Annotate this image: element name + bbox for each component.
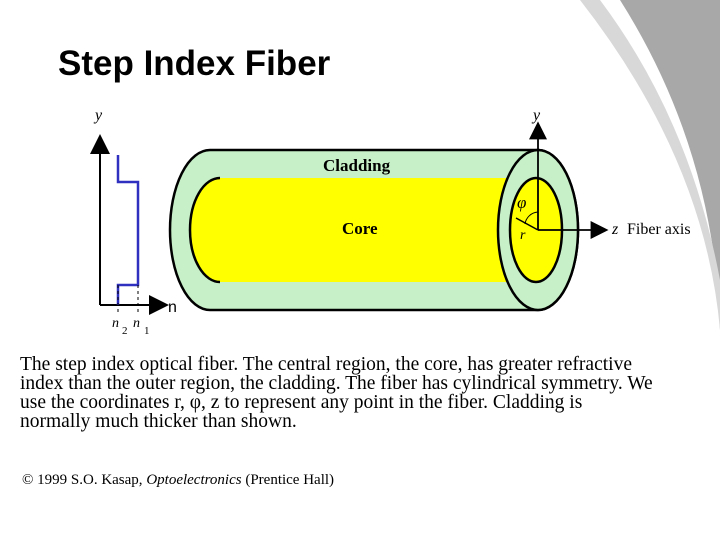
copyright-book: Optoelectronics xyxy=(146,472,242,488)
radius-line xyxy=(515,217,539,231)
fiber-axis-label: Fiber axis xyxy=(627,221,691,238)
core-body xyxy=(190,178,560,282)
grey-corner-shape xyxy=(620,0,720,330)
caption-line-1: The step index optical fiber. The centra… xyxy=(20,354,632,375)
phi-arc xyxy=(524,211,539,225)
copyright-note: © 1999 S.O. Kasap, Optoelectronics (Pren… xyxy=(22,472,334,489)
n2-subscript: 2 xyxy=(122,325,128,337)
z-label: z xyxy=(611,221,619,238)
fiber-cylinder xyxy=(168,148,580,312)
index-profile: y n n 2 n 1 xyxy=(90,107,177,337)
slide-title: Step Index Fiber xyxy=(58,44,331,83)
phi-label: φ xyxy=(517,193,526,212)
fiber-diagram: y n n 2 n 1 y φ r z Fiber axis Cladding … xyxy=(90,107,691,337)
fiber-y-label: y xyxy=(531,107,541,124)
profile-n-label: n xyxy=(168,299,177,316)
n1-subscript: 1 xyxy=(144,325,150,337)
n1-label: n xyxy=(133,316,140,331)
n2-label: n xyxy=(112,316,119,331)
caption-line-3: use the coordinates r, φ, z to represent… xyxy=(20,392,583,413)
caption-line-2: index than the outer region, the claddin… xyxy=(20,373,653,394)
core-left-edge xyxy=(188,176,221,284)
caption: The step index optical fiber. The centra… xyxy=(20,354,720,432)
coordinate-axes: y φ r z Fiber axis xyxy=(515,107,691,243)
index-step-line xyxy=(116,155,140,305)
copyright-prefix: © 1999 S.O. Kasap, xyxy=(22,472,147,488)
profile-y-label: y xyxy=(93,107,103,124)
core-label: Core xyxy=(342,219,378,238)
caption-line-4: normally much thicker than shown. xyxy=(20,411,297,432)
copyright-suffix: (Prentice Hall) xyxy=(241,472,335,488)
r-label: r xyxy=(520,228,526,243)
cladding-label: Cladding xyxy=(323,156,391,175)
